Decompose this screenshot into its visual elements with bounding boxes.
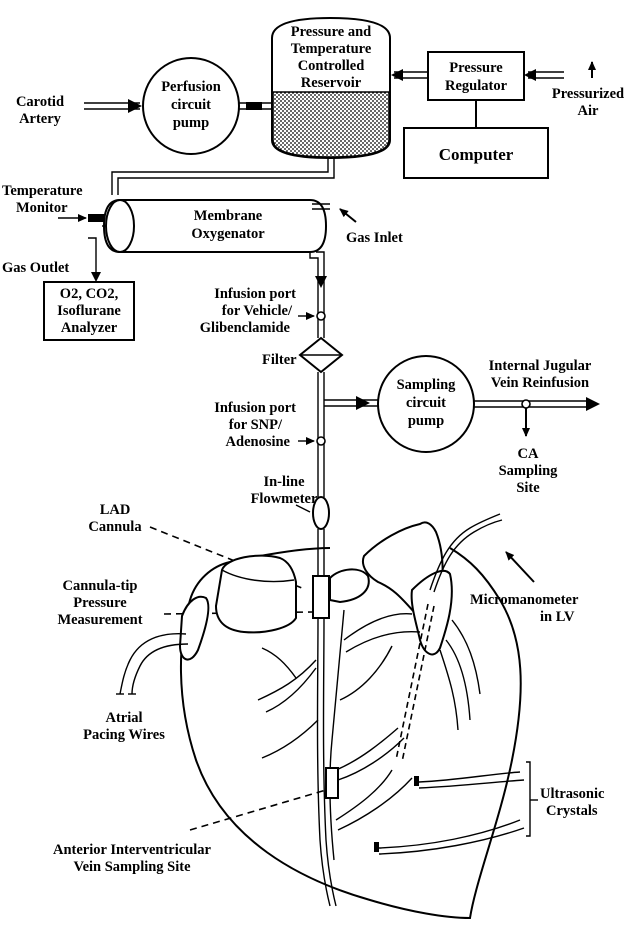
flowmeter <box>313 497 329 529</box>
reservoir-outflow-a <box>112 158 328 195</box>
oxygenator-outflow-arrow <box>315 276 327 288</box>
pressurized-air-label-2: Air <box>578 103 600 119</box>
pressurized-air-label-1: Pressurized <box>552 86 624 102</box>
infusion-snp-port <box>317 437 325 445</box>
ca-sampling-label-2: Sampling <box>499 463 559 479</box>
lad-cannula-label-1: LAD <box>100 502 131 518</box>
aiv-sampling-label-2: Vein Sampling Site <box>73 859 191 875</box>
computer-label: Computer <box>439 145 514 164</box>
ultrasonic-bracket <box>526 762 530 836</box>
gas-outlet-label: Gas Outlet <box>2 260 69 276</box>
infusion-snp-label-2: for SNP/ <box>229 417 283 433</box>
cannula-tip-label-3: Measurement <box>57 612 142 628</box>
pressure-regulator: Pressure Regulator <box>428 52 524 100</box>
atrial-pacing-label-2: Pacing Wires <box>83 727 165 743</box>
internal-jugular-label-2: Vein Reinfusion <box>491 375 589 391</box>
cannula-tip-label-1: Cannula-tip <box>63 578 138 594</box>
ca-sampling-label-3: Site <box>516 480 540 496</box>
reservoir-label-3: Controlled <box>298 58 365 74</box>
perfusion-pump-label-3: pump <box>173 115 209 131</box>
aiv-sampling-label-1: Anterior Interventricular <box>53 842 212 858</box>
aiv-sampling-pointer <box>190 790 326 830</box>
sampling-pump-label-2: circuit <box>406 395 446 411</box>
sampling-pump: Sampling circuit pump <box>378 356 474 452</box>
carotid-artery-label-2: Artery <box>19 111 62 127</box>
oxygenator-label-1: Membrane <box>194 208 263 224</box>
filter-label: Filter <box>262 352 297 368</box>
pump-to-reservoir <box>239 102 272 110</box>
infusion-vehicle-port <box>317 312 325 320</box>
gas-outlet-line <box>88 238 96 274</box>
reservoir-label-4: Reservoir <box>301 75 362 91</box>
micromanometer-label-2: in LV <box>540 609 575 625</box>
analyzer-label-3: Analyzer <box>61 320 118 336</box>
temperature-monitor-label-2: Monitor <box>16 200 68 216</box>
sampling-pump-label-3: pump <box>408 413 444 429</box>
carotid-artery-label-1: Carotid <box>16 94 64 110</box>
internal-jugular-label-1: Internal Jugular <box>489 358 592 374</box>
carotid-inflow <box>84 99 142 113</box>
micromanometer-label-1: Micromanometer <box>470 592 579 608</box>
oxygenator-label-2: Oxygenator <box>191 226 265 242</box>
perfusion-pump: Perfusion circuit pump <box>143 58 239 154</box>
pressure-regulator-label-1: Pressure <box>449 60 503 76</box>
reinfusion-line <box>474 397 600 436</box>
reservoir: Pressure and Temperature Controlled Rese… <box>272 18 390 158</box>
analyzer-label-1: O2, CO2, <box>60 286 119 302</box>
infusion-vehicle-label-3: Glibenclamide <box>200 320 291 336</box>
reservoir-label-1: Pressure and <box>291 24 371 40</box>
gas-analyzer: O2, CO2, Isoflurane Analyzer <box>44 282 134 340</box>
membrane-oxygenator: Membrane Oxygenator <box>104 200 326 252</box>
lad-cannula <box>313 576 329 618</box>
gas-outlet-arrow <box>91 272 101 282</box>
gas-inlet-label: Gas Inlet <box>346 230 403 246</box>
perfusion-pump-label-1: Perfusion <box>161 79 221 95</box>
infusion-vehicle-label-2: for Vehicle/ <box>222 303 293 319</box>
ca-sampling-label-1: CA <box>518 446 539 462</box>
reservoir-label-2: Temperature <box>291 41 372 57</box>
lad-cannula-label-2: Cannula <box>88 519 142 535</box>
oxygenator-outflow-b <box>316 252 324 338</box>
sampling-pump-label-1: Sampling <box>397 377 457 393</box>
temperature-monitor-label-1: Temperature <box>2 183 83 199</box>
analyzer-label-2: Isoflurane <box>57 303 121 319</box>
ultrasonic-label-2: Crystals <box>546 803 598 819</box>
atrial-pacing-label-1: Atrial <box>105 710 142 726</box>
micromanometer-pointer <box>506 552 534 582</box>
pressure-regulator-label-2: Regulator <box>445 78 508 94</box>
infusion-snp-label-1: Infusion port <box>214 400 296 416</box>
filter <box>300 338 342 372</box>
ultrasonic-label-1: Ultrasonic <box>540 786 605 802</box>
reservoir-outflow-b <box>118 158 334 195</box>
infusion-vehicle-label-1: Infusion port <box>214 286 296 302</box>
computer: Computer <box>404 128 548 178</box>
infusion-snp-label-3: Adenosine <box>226 434 291 450</box>
flowmeter-label-2: Flowmeter <box>251 491 318 507</box>
cannula-tip-label-2: Pressure <box>73 595 127 611</box>
perfusion-pump-label-2: circuit <box>171 97 211 113</box>
sampling-branch <box>324 396 378 410</box>
oxygenator-outflow-a <box>310 252 318 338</box>
flowmeter-label-1: In-line <box>263 474 305 490</box>
